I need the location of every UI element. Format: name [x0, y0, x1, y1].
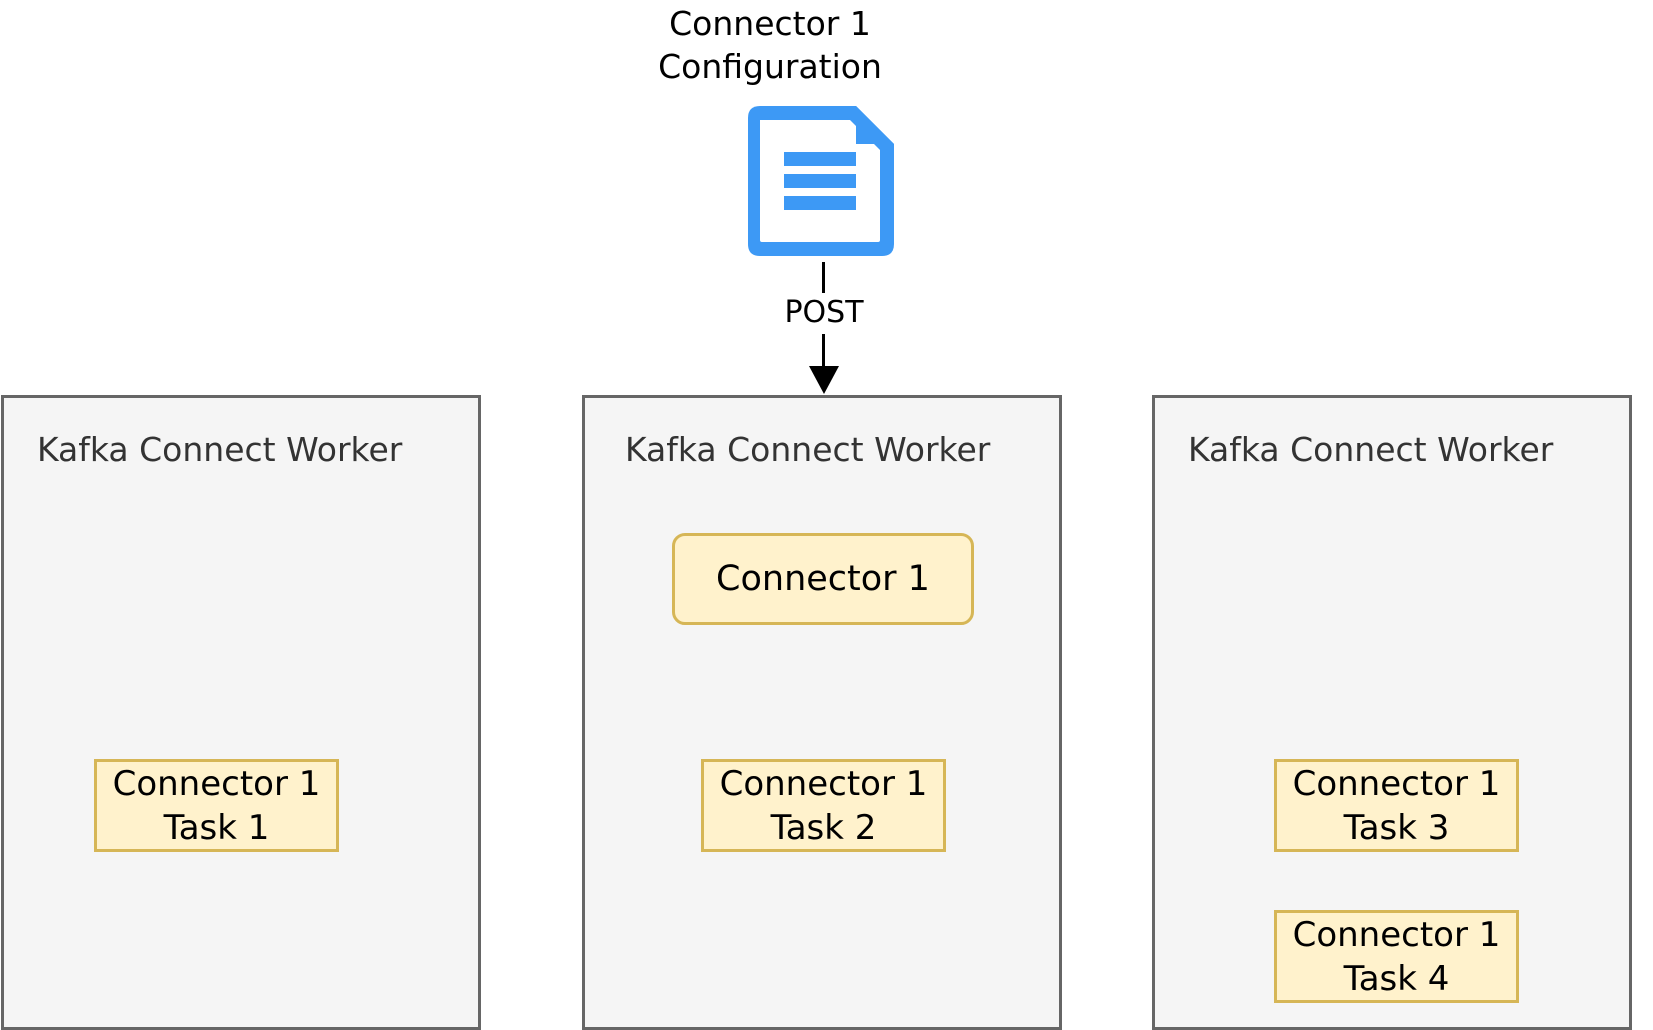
connector-box[interactable]: Connector 1	[672, 533, 974, 625]
kafka-connect-worker-1[interactable]: Kafka Connect Worker Connector 1 Task 1	[1, 395, 481, 1030]
worker-title: Kafka Connect Worker	[1188, 430, 1554, 469]
task-box-4[interactable]: Connector 1 Task 4	[1274, 910, 1519, 1003]
task-line1: Connector 1	[1292, 764, 1501, 804]
task-box-2[interactable]: Connector 1 Task 2	[701, 759, 946, 852]
post-arrow-line-upper	[822, 262, 825, 294]
task-line2: Task 1	[163, 808, 270, 848]
task-box-1[interactable]: Connector 1 Task 1	[94, 759, 339, 852]
task-box-3[interactable]: Connector 1 Task 3	[1274, 759, 1519, 852]
worker-title: Kafka Connect Worker	[625, 430, 991, 469]
task-line2: Task 3	[1343, 808, 1450, 848]
task-line2: Task 4	[1343, 959, 1450, 999]
task-line2: Task 2	[770, 808, 877, 848]
task-line1: Connector 1	[1292, 915, 1501, 955]
post-label: POST	[764, 293, 884, 333]
config-title-line1: Connector 1	[669, 4, 871, 43]
document-icon[interactable]	[746, 104, 898, 260]
config-title-line2: Configuration	[658, 47, 882, 86]
kafka-connect-worker-3[interactable]: Kafka Connect Worker Connector 1 Task 3 …	[1152, 395, 1632, 1030]
task-line1: Connector 1	[112, 764, 321, 804]
task-line1: Connector 1	[719, 764, 928, 804]
kafka-connect-worker-2[interactable]: Kafka Connect Worker Connector 1 Connect…	[582, 395, 1062, 1030]
config-title: Connector 1 Configuration	[620, 2, 920, 88]
post-arrow-line-lower	[822, 334, 825, 370]
post-arrow-head	[809, 366, 839, 394]
worker-title: Kafka Connect Worker	[37, 430, 403, 469]
